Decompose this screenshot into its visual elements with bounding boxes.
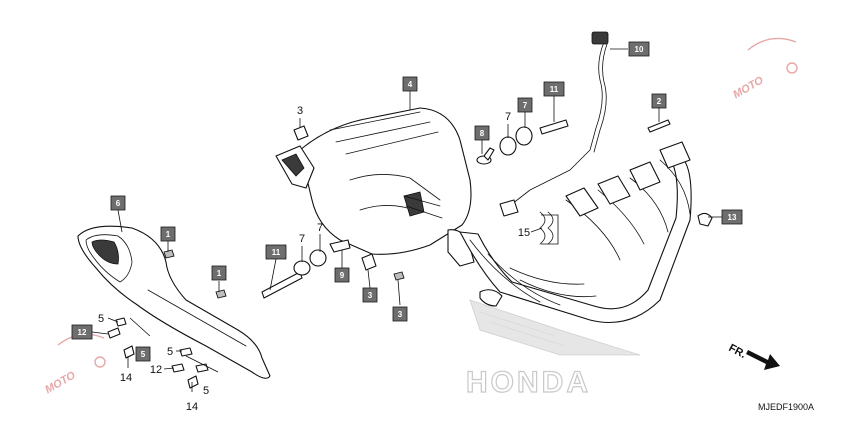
callout-13: 13 xyxy=(721,209,743,225)
callout-3-bottom: 3 xyxy=(392,306,408,322)
rubber-7a xyxy=(499,136,517,156)
screw-14b xyxy=(187,375,199,389)
callout-2: 2 xyxy=(651,93,667,109)
callout-5-boxed: 5 xyxy=(135,346,151,362)
clip-15 xyxy=(539,211,554,245)
svg-text:11: 11 xyxy=(550,85,559,94)
oxygen-sensor xyxy=(499,31,609,217)
callout-8: 8 xyxy=(474,125,490,141)
callout-10: 10 xyxy=(628,41,650,57)
watermark-text: MOTO xyxy=(43,369,78,396)
label-5-bottom: 5 xyxy=(203,385,209,397)
svg-text:9: 9 xyxy=(340,271,345,280)
callout-6: 6 xyxy=(110,195,126,211)
svg-text:3: 3 xyxy=(398,310,403,319)
label-12-bottom: 12 xyxy=(150,364,162,376)
grommet-3b xyxy=(361,253,377,271)
screw-5c xyxy=(195,363,209,373)
front-arrow-icon xyxy=(746,350,780,370)
screw-5b xyxy=(179,347,193,357)
diagram-code: MJEDF1900A xyxy=(758,402,814,412)
rubber-7c xyxy=(293,260,311,276)
svg-text:4: 4 xyxy=(408,80,413,89)
leader-lines xyxy=(91,48,722,392)
svg-text:2: 2 xyxy=(657,97,662,106)
muffler xyxy=(275,107,475,267)
callout-1-right: 1 xyxy=(211,265,227,281)
svg-text:1: 1 xyxy=(217,269,222,278)
svg-text:10: 10 xyxy=(635,45,644,54)
hardware xyxy=(107,119,713,389)
screw-5a xyxy=(115,317,127,327)
watermark-text: MOTO xyxy=(731,74,766,101)
label-7-top: 7 xyxy=(505,111,511,123)
callout-4: 4 xyxy=(402,76,418,92)
svg-text:7: 7 xyxy=(523,101,528,110)
honda-wing-logo: HONDA xyxy=(465,299,641,400)
svg-text:5: 5 xyxy=(141,350,146,359)
label-5-left: 5 xyxy=(98,313,104,325)
svg-text:13: 13 xyxy=(728,213,737,222)
callout-9: 9 xyxy=(334,267,350,283)
watermark-bottom-left: MOTO xyxy=(43,333,106,396)
collar-9 xyxy=(329,239,351,253)
label-14-bottom: 14 xyxy=(186,401,198,413)
clip-1a xyxy=(163,249,175,259)
label-3-top: 3 xyxy=(297,105,303,117)
callout-11-bottom: 11 xyxy=(265,244,287,260)
exhaust-pipes xyxy=(459,141,692,324)
clip-1b xyxy=(215,289,227,299)
svg-text:1: 1 xyxy=(166,230,171,239)
callout-12-left: 12 xyxy=(71,324,93,340)
bolt-11b xyxy=(261,271,303,299)
label-5-middle: 5 xyxy=(167,346,173,358)
screw-12a xyxy=(107,327,121,339)
screw-12b xyxy=(171,363,185,373)
callout-1-left: 1 xyxy=(160,226,176,242)
clip-3c xyxy=(393,271,405,281)
svg-text:3: 3 xyxy=(368,291,373,300)
svg-text:8: 8 xyxy=(480,129,485,138)
screw-14a xyxy=(123,345,135,359)
label-14-left: 14 xyxy=(120,372,132,384)
front-direction-indicator: FR. xyxy=(727,342,780,370)
heat-shield xyxy=(77,225,271,379)
svg-text:12: 12 xyxy=(78,328,87,337)
grommet-3 xyxy=(293,125,309,141)
watermark-top-right: MOTO xyxy=(731,37,798,101)
rubber-7b xyxy=(515,126,533,146)
label-7-left: 7 xyxy=(299,233,305,245)
callout-11-top: 11 xyxy=(543,81,565,97)
callout-7-top-right: 7 xyxy=(517,97,533,113)
svg-text:6: 6 xyxy=(116,199,121,208)
nut-13 xyxy=(697,212,713,227)
bolt-11a xyxy=(539,119,569,135)
svg-text:11: 11 xyxy=(272,248,281,257)
front-label: FR. xyxy=(727,342,748,361)
label-15: 15 xyxy=(518,227,530,239)
label-7-upper: 7 xyxy=(317,222,323,234)
rubber-7d xyxy=(309,249,327,267)
honda-wordmark: HONDA xyxy=(466,366,591,399)
pin-2 xyxy=(647,119,671,133)
callout-3-middle: 3 xyxy=(362,287,378,303)
